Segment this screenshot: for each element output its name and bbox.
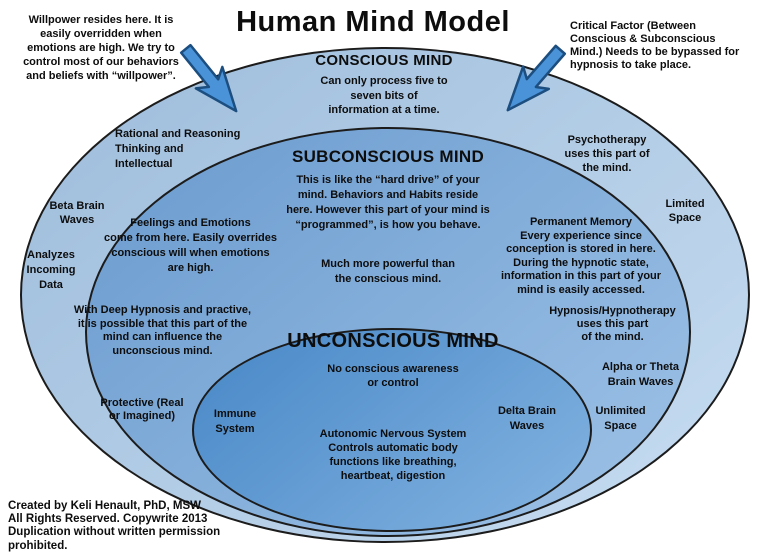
copyright-note: Created by Keli Henault, PhD, MSW All Ri…: [8, 500, 221, 552]
delta-brain-waves-label: Delta Brain Waves: [497, 405, 557, 432]
hypnotherapy-label: Hypnosis/Hypnotherapy uses this part of …: [549, 305, 676, 343]
immune-system-label: Immune System: [213, 408, 257, 435]
no-awareness-note: No conscious awareness or control: [327, 363, 459, 389]
feelings-emotions-note: Feelings and Emotions come from here. Ea…: [103, 217, 278, 274]
deep-hypnosis-note: With Deep Hypnosis and practive, it is p…: [73, 304, 252, 357]
critical-factor-note: Critical Factor (Between Conscious & Sub…: [570, 20, 740, 71]
arrow-down-right-icon: [179, 43, 238, 113]
subconscious-heading: SUBCONSCIOUS MIND: [291, 147, 485, 166]
limited-space-label: Limited Space: [665, 198, 705, 224]
analyzes-data-label: Analyzes Incoming Data: [26, 249, 76, 291]
page-title: Human Mind Model: [236, 6, 510, 38]
hard-drive-note: This is like the “hard drive” of your mi…: [286, 174, 490, 231]
unlimited-space-label: Unlimited Space: [595, 405, 646, 432]
unconscious-mind-ellipse: [192, 328, 592, 532]
arrow-down-left-icon: [506, 44, 567, 112]
conscious-capacity-note: Can only process five to seven bits of i…: [320, 75, 448, 116]
beta-brain-waves-label: Beta Brain Waves: [49, 200, 105, 226]
rational-reasoning-label: Rational and Reasoning Thinking and Inte…: [115, 128, 241, 170]
psychotherapy-label: Psychotherapy uses this part of the mind…: [564, 134, 650, 174]
willpower-note: Willpower resides here. It is easily ove…: [23, 14, 179, 82]
conscious-heading: CONSCIOUS MIND: [315, 52, 453, 69]
more-powerful-note: Much more powerful than the conscious mi…: [321, 258, 455, 285]
permanent-memory-note: Permanent Memory Every experience since …: [500, 216, 662, 296]
protective-label: Protective (Real or Imagined): [100, 397, 184, 422]
unconscious-heading: UNCONSCIOUS MIND: [287, 330, 499, 352]
alpha-theta-waves-label: Alpha or Theta Brain Waves: [601, 361, 679, 388]
autonomic-nervous-note: Autonomic Nervous System Controls automa…: [319, 428, 467, 482]
